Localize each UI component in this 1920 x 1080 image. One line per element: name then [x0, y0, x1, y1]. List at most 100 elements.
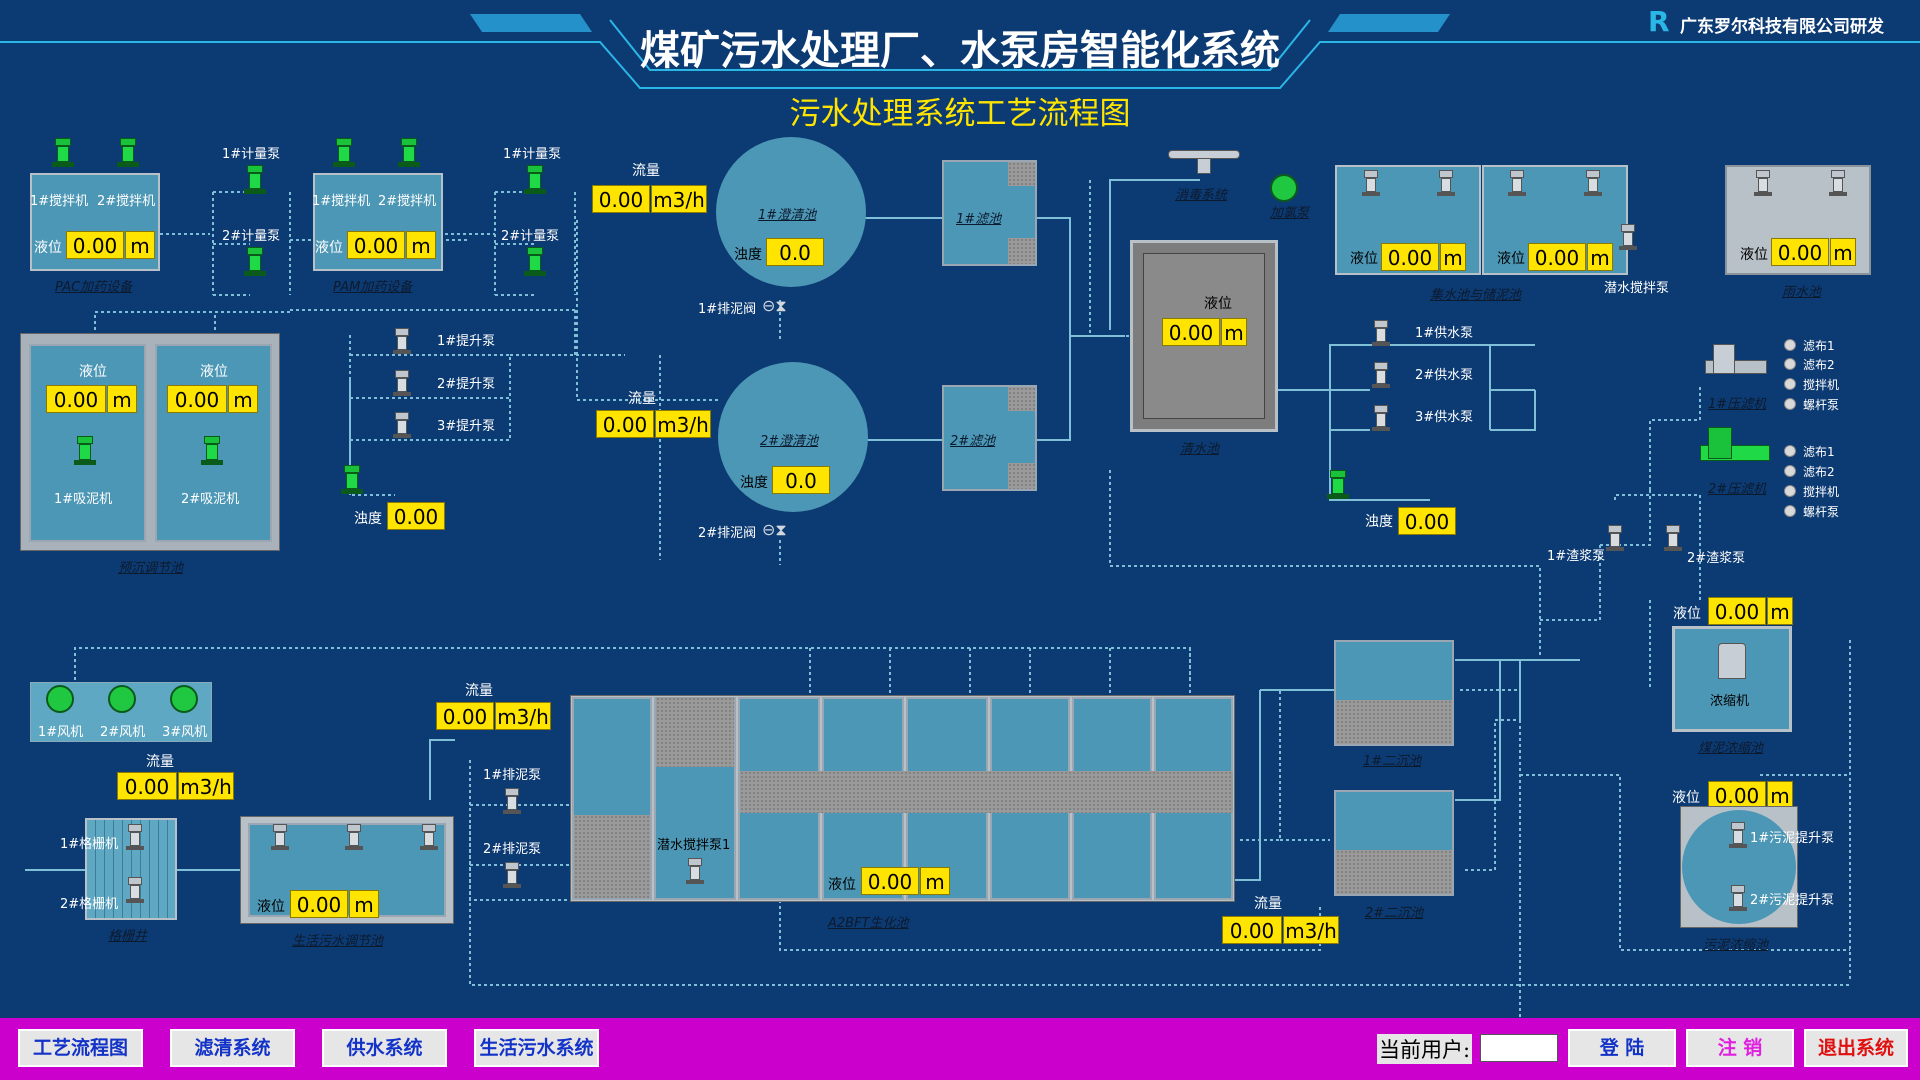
supply-pump-3-icon[interactable]: [1372, 405, 1390, 433]
logout-button[interactable]: 注 销: [1686, 1029, 1794, 1067]
clarifier-2-flow-unit: m3/h: [655, 410, 711, 438]
collection-pump-3-icon[interactable]: [1508, 170, 1526, 198]
domestic-caption: 生活污水调节池: [292, 934, 384, 949]
pam-metering-pump-2-icon[interactable]: [524, 247, 546, 279]
lift-pump-3-icon[interactable]: [393, 412, 411, 440]
clarifier-2-valve-icon[interactable]: ⊖⧗: [762, 520, 787, 539]
nav-process-flow-button[interactable]: 工艺流程图: [18, 1029, 143, 1067]
pam-mixer-1-label: 1#搅拌机: [312, 194, 371, 209]
nav-filtration-button[interactable]: 滤清系统: [170, 1029, 295, 1067]
sludge-lift-pump-2-icon[interactable]: [1729, 885, 1747, 913]
press1-screw-radio[interactable]: [1784, 398, 1796, 410]
presettle-level-1-unit: m: [107, 385, 137, 413]
lift-pump-1-icon[interactable]: [393, 328, 411, 356]
pac-mixer-1-icon[interactable]: [52, 138, 74, 170]
sludge-lift-pump-1-icon[interactable]: [1729, 822, 1747, 850]
pac-metering-pump-2-icon[interactable]: [244, 247, 266, 279]
press1-cloth2-radio[interactable]: [1784, 358, 1796, 370]
slurry-pump-1-icon[interactable]: [1606, 525, 1624, 553]
pac-mixer-2-icon[interactable]: [117, 138, 139, 170]
press1-mixer-radio[interactable]: [1784, 378, 1796, 390]
clarifier-2-flow-label: 流量: [628, 391, 656, 407]
submersible-mixer-icon[interactable]: [1619, 224, 1637, 252]
slurry-pump-2-icon[interactable]: [1664, 525, 1682, 553]
domestic-level-unit: m: [349, 890, 379, 918]
press2-cloth2-radio[interactable]: [1784, 465, 1796, 477]
collection-pump-2-icon[interactable]: [1437, 170, 1455, 198]
pam-mixer-1-icon[interactable]: [333, 138, 355, 170]
domestic-flow-unit: m3/h: [495, 702, 551, 730]
thickener-machine-icon[interactable]: [1718, 643, 1746, 679]
press2-mixer-radio[interactable]: [1784, 485, 1796, 497]
rain-level-label: 液位: [1740, 247, 1768, 263]
collection-pump-1-icon[interactable]: [1362, 170, 1380, 198]
blower-flow-value: 0.00: [117, 772, 177, 800]
filter-2-media: [1008, 387, 1035, 411]
chlorine-pump-icon[interactable]: [1270, 174, 1298, 202]
presettle-suction-2-icon[interactable]: [201, 436, 223, 468]
domestic-pump-3-icon[interactable]: [420, 824, 438, 852]
secondary-tank-1-caption: 1#二沉池: [1363, 754, 1422, 769]
a2bft-mixer-icon[interactable]: [686, 858, 704, 886]
presettle-suction-1-icon[interactable]: [74, 436, 96, 468]
pam-metering-pump-1-icon[interactable]: [524, 165, 546, 197]
clarifier-1-flow-value: 0.00: [592, 185, 650, 213]
filter-press-2-icon[interactable]: [1700, 425, 1775, 473]
turbidity-meter-2-icon[interactable]: [1327, 470, 1349, 502]
pam-level-unit: m: [406, 231, 436, 259]
press2-cloth1-radio[interactable]: [1784, 445, 1796, 457]
a2bft-cell-2-media: [656, 697, 734, 767]
lift-pump-1-label: 1#提升泵: [437, 334, 496, 349]
grille-machine-2-icon[interactable]: [126, 877, 144, 905]
nav-domestic-sewage-button[interactable]: 生活污水系统: [474, 1029, 599, 1067]
thickener-level-label: 液位: [1673, 606, 1701, 622]
thickener-tank: [1672, 626, 1792, 732]
collection-pump-4-icon[interactable]: [1584, 170, 1602, 198]
sludge-discharge-pump-2-icon[interactable]: [503, 862, 521, 890]
clarifier-1-valve-icon[interactable]: ⊖⧗: [762, 296, 787, 315]
press1-cloth1-radio[interactable]: [1784, 339, 1796, 351]
pac-level-unit: m: [125, 231, 155, 259]
nav-water-supply-button[interactable]: 供水系统: [322, 1029, 447, 1067]
blower-2-icon[interactable]: [108, 685, 136, 713]
rain-pump-2-icon[interactable]: [1829, 170, 1847, 198]
grille-machine-1-label: 1#格栅机: [60, 837, 119, 852]
domestic-pump-2-icon[interactable]: [345, 824, 363, 852]
slurry-pump-1-label: 1#渣浆泵: [1547, 549, 1606, 564]
sludge-level-value: 0.00: [1708, 781, 1766, 809]
blower-1-icon[interactable]: [46, 685, 74, 713]
page-subtitle: 污水处理系统工艺流程图: [789, 96, 1131, 132]
turbidity-meter-1-icon[interactable]: [341, 465, 363, 497]
lift-turbidity-value: 0.00: [387, 502, 445, 530]
disinfection-system-icon[interactable]: [1168, 146, 1240, 180]
current-user-input[interactable]: [1480, 1034, 1558, 1062]
domestic-pump-1-icon[interactable]: [271, 824, 289, 852]
pam-mixer-2-icon[interactable]: [398, 138, 420, 170]
press2-screw-radio[interactable]: [1784, 505, 1796, 517]
a2bft-media-band: [740, 771, 1233, 813]
sludge-discharge-pump-1-icon[interactable]: [503, 788, 521, 816]
filter-2-caption: 2#滤池: [950, 434, 996, 449]
pam-metering-pump-1-label: 1#计量泵: [503, 147, 562, 162]
blower-3-icon[interactable]: [170, 685, 198, 713]
pac-mixer-1-label: 1#搅拌机: [30, 194, 89, 209]
rain-pump-1-icon[interactable]: [1754, 170, 1772, 198]
clarifier-2-turbidity-value: 0.0: [772, 466, 830, 494]
supply-pump-1-icon[interactable]: [1372, 320, 1390, 348]
press1-cloth1-label: 滤布1: [1803, 339, 1835, 353]
supply-pump-2-icon[interactable]: [1372, 362, 1390, 390]
presettle-level-1-value: 0.00: [46, 385, 106, 413]
exit-system-button[interactable]: 退出系统: [1804, 1029, 1908, 1067]
blower-1-label: 1#风机: [38, 725, 84, 740]
a2bft-level-label: 液位: [828, 877, 856, 893]
grille-machine-1-icon[interactable]: [126, 824, 144, 852]
login-button[interactable]: 登 陆: [1568, 1029, 1676, 1067]
filter-press-1-icon[interactable]: [1705, 340, 1775, 385]
press2-cloth1-label: 滤布1: [1803, 445, 1835, 459]
pac-metering-pump-1-icon[interactable]: [244, 165, 266, 195]
lift-pump-2-icon[interactable]: [393, 370, 411, 398]
press2-cloth2-label: 滤布2: [1803, 465, 1835, 479]
pam-mixer-2-label: 2#搅拌机: [378, 194, 437, 209]
secondary-flow-unit: m3/h: [1283, 916, 1339, 944]
domestic-level-label: 液位: [257, 899, 285, 915]
